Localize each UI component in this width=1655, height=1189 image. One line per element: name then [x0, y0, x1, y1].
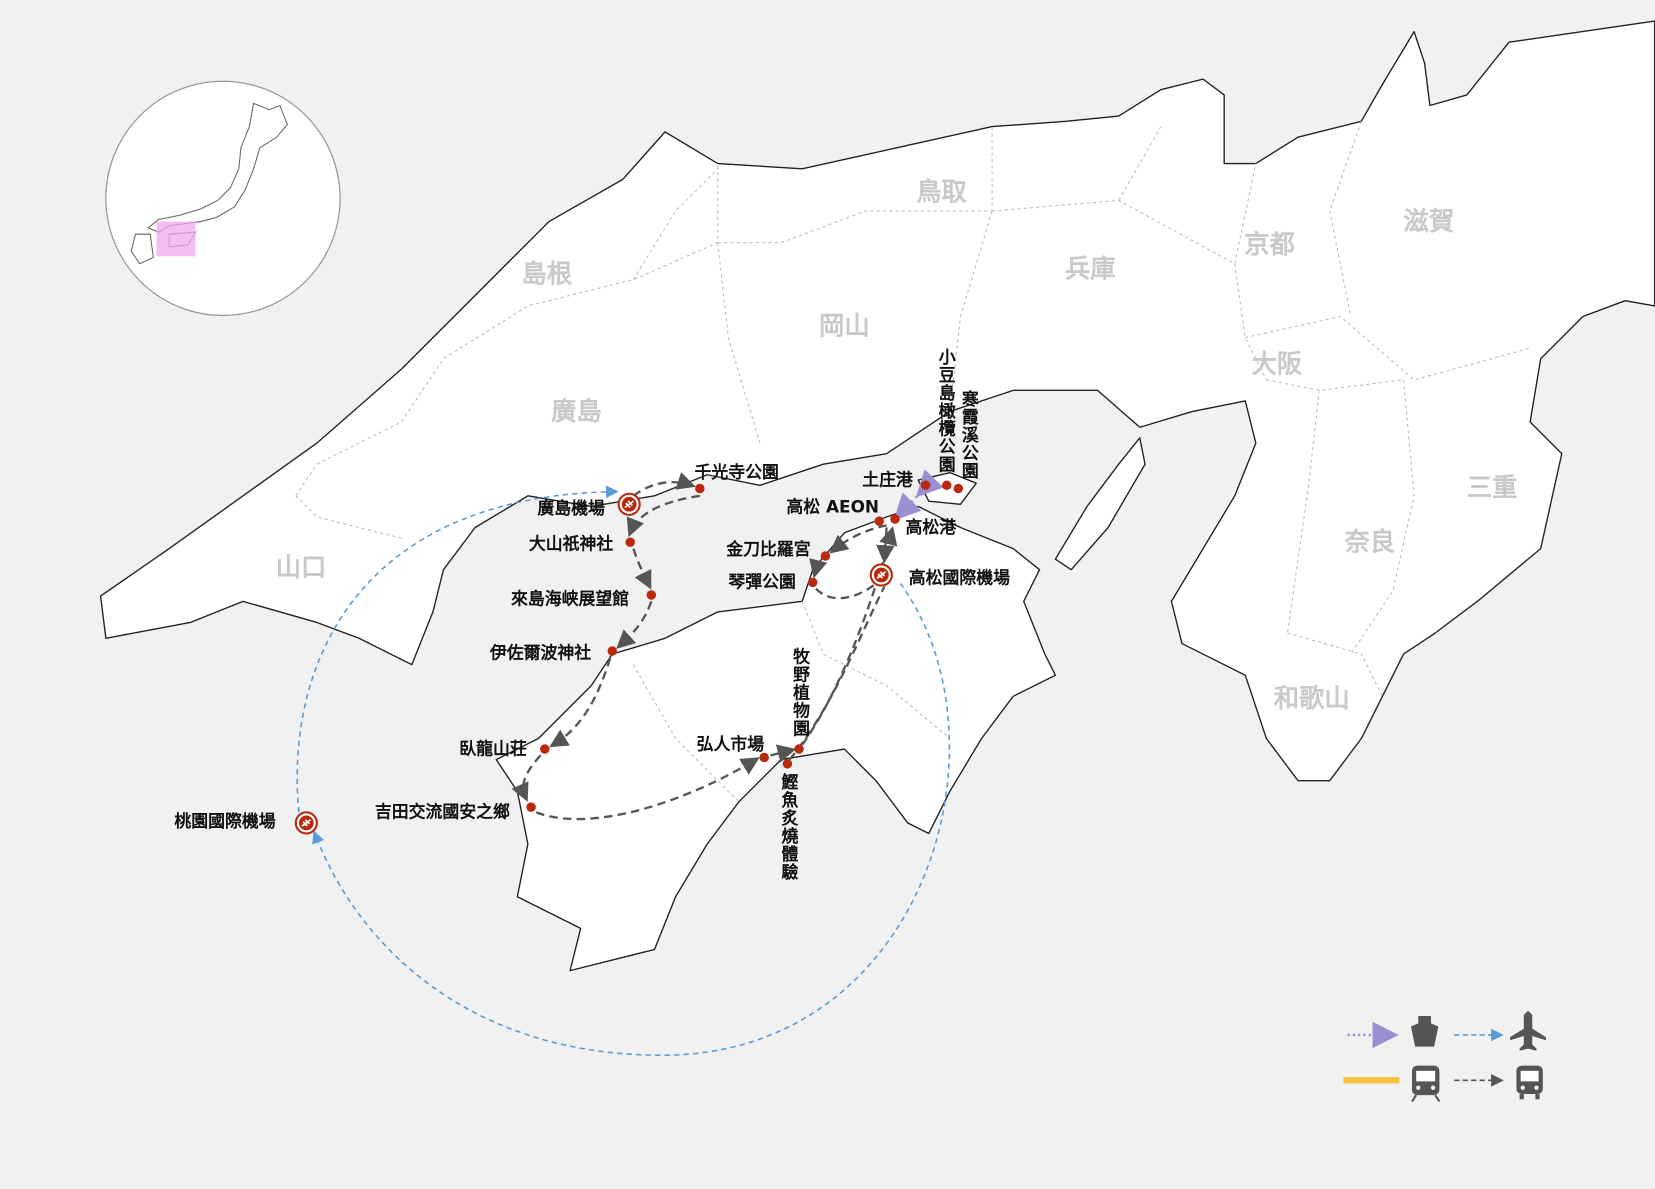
flight-route-taoyuan-hiroshima	[296, 485, 619, 813]
label-kotohira: 金刀比羅宮	[725, 539, 810, 559]
bus-icon	[1516, 1065, 1543, 1100]
poi-dots	[526, 480, 964, 812]
prefecture-label-nara: 奈良	[1343, 527, 1395, 557]
prefecture-label-kyoto: 京都	[1244, 229, 1295, 259]
poi-katsuo[interactable]	[782, 759, 793, 769]
inset-highlight-area	[156, 221, 196, 257]
label-oyamazumi: 大山祇神社	[529, 534, 614, 554]
label-senkoji: 千光寺公園	[695, 462, 779, 482]
label-kurushima: 來島海峡展望館	[511, 589, 629, 609]
legend-flight	[1454, 1010, 1546, 1051]
poi-garyu[interactable]	[540, 744, 550, 754]
prefecture-label-yamaguchi: 山口	[276, 552, 327, 582]
train-icon	[1411, 1065, 1441, 1103]
prefecture-label-tottori: 鳥取	[916, 176, 967, 206]
label-tonosho: 土庄港	[862, 469, 914, 489]
label-takamatsu-airport: 高松國際機場	[909, 567, 1010, 587]
label-garyu: 臥龍山荘	[459, 738, 527, 758]
label-kotohiki: 琴彈公園	[728, 572, 796, 592]
poi-makino[interactable]	[794, 744, 804, 754]
poi-kotohiki[interactable]	[807, 577, 818, 588]
bus-routes	[511, 472, 898, 821]
label-isaniwa: 伊佐爾波神社	[489, 642, 591, 662]
flight-route-takamatsu-taoyuan	[312, 582, 951, 1056]
poi-oyamazumi[interactable]	[625, 537, 635, 548]
ship-icon	[1410, 1010, 1439, 1047]
poi-kankakei[interactable]	[953, 483, 964, 494]
legend-train	[1343, 1065, 1441, 1103]
honshu-landmass	[99, 20, 1655, 782]
poi-yoshida[interactable]	[526, 802, 536, 812]
legend	[1343, 1010, 1546, 1103]
label-kankakei: 寒霞溪公園	[959, 389, 979, 480]
label-takamatsu-port: 高松港	[906, 517, 958, 537]
poi-isaniwa[interactable]	[607, 646, 618, 656]
label-hirome: 弘人市場	[697, 734, 765, 754]
label-yoshida: 吉田交流國安之鄉	[375, 802, 510, 822]
poi-tonosho[interactable]	[920, 480, 931, 491]
airport-icon-hiroshima[interactable]	[617, 492, 641, 516]
ferry-route-tonosho-takamatsu	[893, 469, 944, 521]
poi-olive-park[interactable]	[941, 480, 952, 491]
label-taoyuan-airport: 桃園國際機場	[174, 811, 275, 831]
prefecture-label-wakayama: 和歌山	[1274, 683, 1350, 713]
poi-takamatsu-port[interactable]	[890, 514, 900, 524]
poi-senkoji[interactable]	[695, 483, 705, 494]
awaji-island	[1054, 437, 1146, 571]
label-aeon: 高松 AEON	[786, 497, 879, 517]
poi-aeon[interactable]	[874, 516, 884, 526]
japan-inset-map	[105, 80, 341, 317]
prefecture-label-mie: 三重	[1467, 472, 1518, 502]
airport-icon-taoyuan[interactable]	[294, 811, 318, 835]
label-hiroshima-airport: 廣島機場	[537, 498, 605, 518]
prefecture-label-hiroshima: 廣島	[551, 396, 602, 426]
airport-icon-takamatsu[interactable]	[869, 563, 893, 587]
prefecture-label-shimane: 島根	[522, 259, 573, 289]
label-katsuo: 鰹魚炙燒體驗	[778, 772, 798, 881]
prefecture-label-osaka: 大阪	[1252, 348, 1303, 378]
poi-kurushima[interactable]	[646, 590, 657, 600]
label-olive-park: 小豆島橄欖公園	[936, 348, 956, 474]
poi-hirome[interactable]	[759, 752, 769, 763]
prefecture-label-okayama: 岡山	[819, 310, 870, 340]
label-makino: 牧野植物園	[790, 647, 810, 738]
prefecture-borders	[295, 121, 1531, 803]
prefecture-label-hyogo: 兵庫	[1065, 253, 1116, 283]
poi-kotohira[interactable]	[820, 551, 831, 561]
legend-ferry	[1347, 1010, 1439, 1049]
legend-bus	[1454, 1065, 1543, 1100]
prefecture-label-shiga: 滋賀	[1404, 206, 1455, 236]
airplane-icon	[1510, 1010, 1546, 1051]
